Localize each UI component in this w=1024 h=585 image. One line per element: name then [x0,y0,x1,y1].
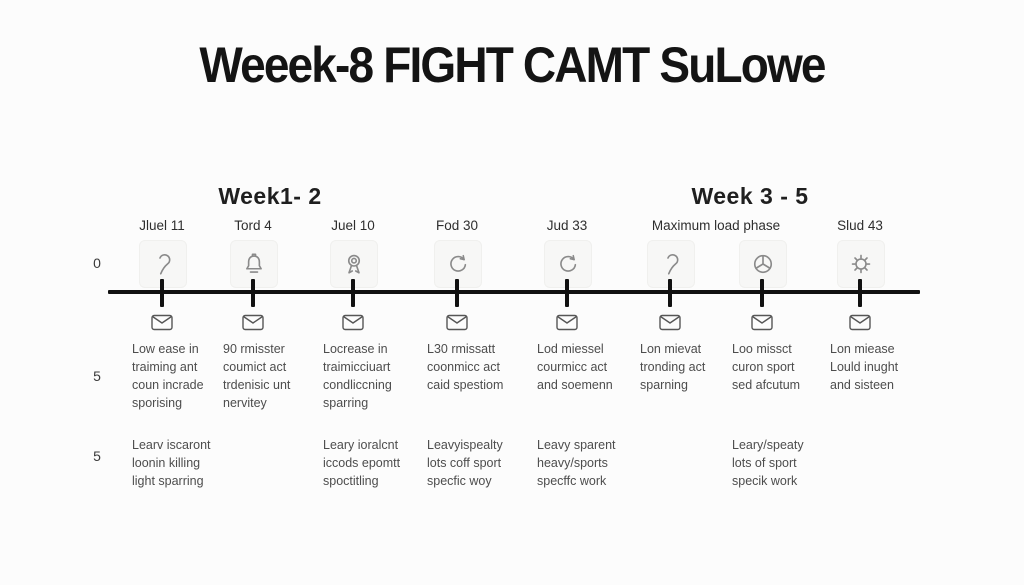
note-top: Lod miessel courmicc act and soemenn [537,342,613,393]
wheel-icon [753,254,773,274]
envelope-icon [241,312,265,332]
timeline-column: Loo missct curon sport sed afcutum Leary… [712,0,812,585]
timeline-tick [351,279,355,307]
ribbon-icon [347,254,361,274]
hook-icon [159,254,171,275]
milestone-label: Slud 43 [837,218,883,233]
timeline-tick [858,279,862,307]
note-top: Loo missct curon sport sed afcutum [732,342,801,393]
note-top: Lon mievat tronding act sparning [640,342,706,393]
week-header-1: Week1- 2 [218,183,322,209]
milestone-label: Jud 33 [546,218,588,233]
timeline-tick [455,279,459,307]
note-top: 90 rmisster coumict act trdenisic unt ne… [223,342,291,411]
timeline-tick [760,279,764,307]
timeline-tick [251,279,255,307]
note-bottom: Learv iscaront loonin killing light spar… [132,438,211,489]
bell-icon [246,253,262,273]
envelope-icon [848,312,872,332]
envelope-icon [750,312,774,332]
milestone-label: Fod 30 [435,218,479,233]
envelope-icon [445,312,469,332]
rotate-icon [450,254,467,272]
timeline-column: Lon miease Lould inught and sisteen [810,0,910,585]
timeline-column: Lod miessel courmicc act and soemenn Lea… [517,0,617,585]
timeline-column: Lon mievat tronding act sparning [620,0,720,585]
milestone-label: Tord 4 [234,218,272,233]
page-title: Weeek-8 FIGHT CAMT SuLowe [199,37,826,93]
envelope-icon [555,312,579,332]
note-bottom: Leavyispealty lots coff sport specfic wo… [427,438,503,489]
envelope-icon [341,312,365,332]
timeline-tick [668,279,672,307]
note-top: L30 rmissatt coonmicc act caid spestiom [427,342,504,393]
milestone-label: Jluel 11 [139,218,185,233]
sun-icon [851,254,871,274]
timeline-column: L30 rmissatt coonmicc act caid spestiom … [407,0,507,585]
envelope-icon [150,312,174,332]
week-header-2: Week 3 - 5 [691,183,809,209]
note-bottom: Leary/speaty lots of sport specik work [732,438,804,489]
note-top: Locrease in traimicciuart condliccning s… [323,342,392,411]
milestone-label: Juel 10 [331,218,375,233]
note-top: Low ease in traiming ant coun incrade sp… [132,342,204,411]
hook-icon [667,254,679,275]
axis-mark: 5 [93,448,101,464]
rotate-icon [560,254,577,272]
note-top: Lon miease Lould inught and sisteen [830,342,899,393]
timeline-bar [108,290,920,294]
timeline-tick [160,279,164,307]
timeline-column: 90 rmisster coumict act trdenisic unt ne… [203,0,303,585]
envelope-icon [658,312,682,332]
timeline-column: Low ease in traiming ant coun incrade sp… [112,0,212,585]
note-bottom: Leary ioralcnt iccods epomtt spoctitling [323,438,401,489]
timeline-column: Locrease in traimicciuart condliccning s… [303,0,403,585]
milestone-label: Maximum load phase [651,218,781,233]
note-bottom: Leavy sparent heavy/sports specffc work [537,438,616,489]
axis-mark: 0 [93,255,101,271]
timeline-tick [565,279,569,307]
axis-mark: 5 [93,368,101,384]
